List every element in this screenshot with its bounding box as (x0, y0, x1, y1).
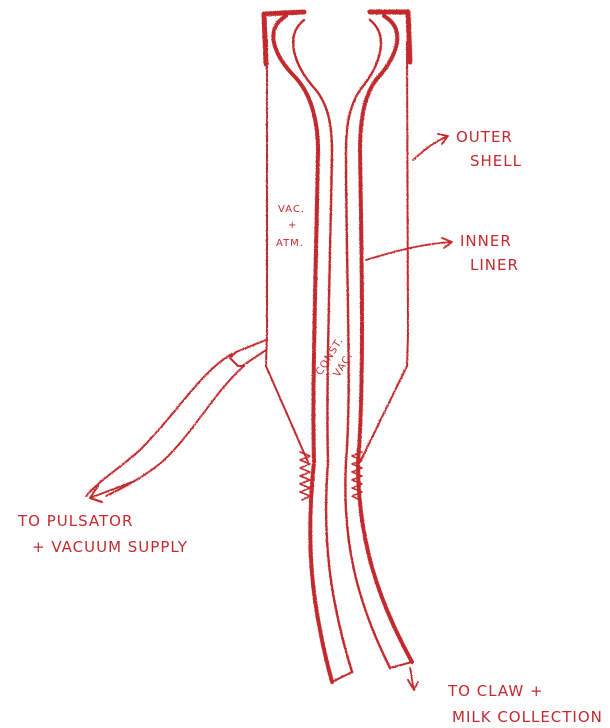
outer-shell-label-line2: SHELL (470, 152, 522, 170)
pulsator-hose (86, 354, 244, 496)
claw-arrow (408, 668, 418, 690)
vac-atm-label-line1: VAC. (278, 204, 305, 215)
leader-arrows (366, 134, 452, 690)
outer-shell (266, 40, 408, 462)
vac-atm-label-line3: ATM. (276, 238, 304, 249)
vac-atm-label-line2: + (288, 220, 297, 231)
inner-liner-arrow (366, 238, 452, 260)
outer-shell-right-wall (360, 42, 408, 462)
outer-shell-arrow (413, 134, 448, 160)
liner-left-wall (273, 16, 332, 682)
pulsator-port (86, 340, 266, 502)
thread-left (300, 452, 310, 500)
claw-label-line2: MILK COLLECTION (452, 708, 603, 726)
outer-shell-label-line1: OUTER (456, 128, 513, 146)
labels: OUTER SHELL INNER LINER VAC. + ATM. CONS… (17, 128, 603, 726)
claw-label-line1: TO CLAW + (447, 682, 544, 700)
inner-liner-label-line2: LINER (470, 256, 519, 274)
threaded-joint (300, 452, 362, 500)
top-cap-left (264, 12, 304, 64)
liner-end-right (390, 662, 412, 668)
port-nipple (230, 340, 266, 366)
liner-right-inner (345, 20, 390, 668)
pulsator-label-line1: TO PULSATOR (17, 512, 133, 530)
const-vac-label: CONST. VAC. (314, 335, 360, 386)
inner-liner (273, 16, 412, 682)
liner-left-inner (293, 20, 352, 672)
liner-right-wall (358, 16, 412, 662)
inner-liner-label-line1: INNER (460, 232, 512, 250)
pulsator-label-line2: + VACUUM SUPPLY (32, 538, 188, 556)
liner-end-left (332, 672, 352, 682)
outer-shell-left-wall (266, 40, 308, 462)
sketch-lines (86, 12, 452, 690)
